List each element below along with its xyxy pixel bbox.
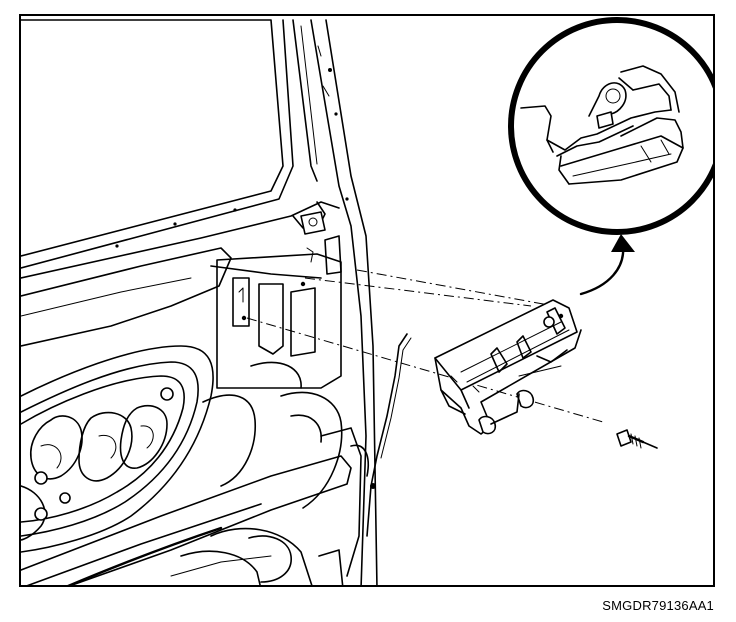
inner-panel — [21, 201, 340, 347]
door-handle-illustration — [21, 17, 713, 585]
door-frame — [21, 19, 378, 585]
screw — [616, 429, 658, 449]
lock-rod — [366, 333, 412, 537]
detail-magnifier — [508, 17, 713, 235]
lower-door — [21, 391, 369, 585]
callout-arrow — [579, 234, 635, 296]
handle-mount-area — [216, 235, 342, 389]
door-handle-assembly — [434, 299, 582, 435]
figure-id-label: SMGDR79136AA1 — [602, 598, 714, 613]
diagram-frame — [19, 14, 715, 587]
regulator-panel — [21, 345, 302, 553]
alignment-lines — [246, 269, 604, 423]
